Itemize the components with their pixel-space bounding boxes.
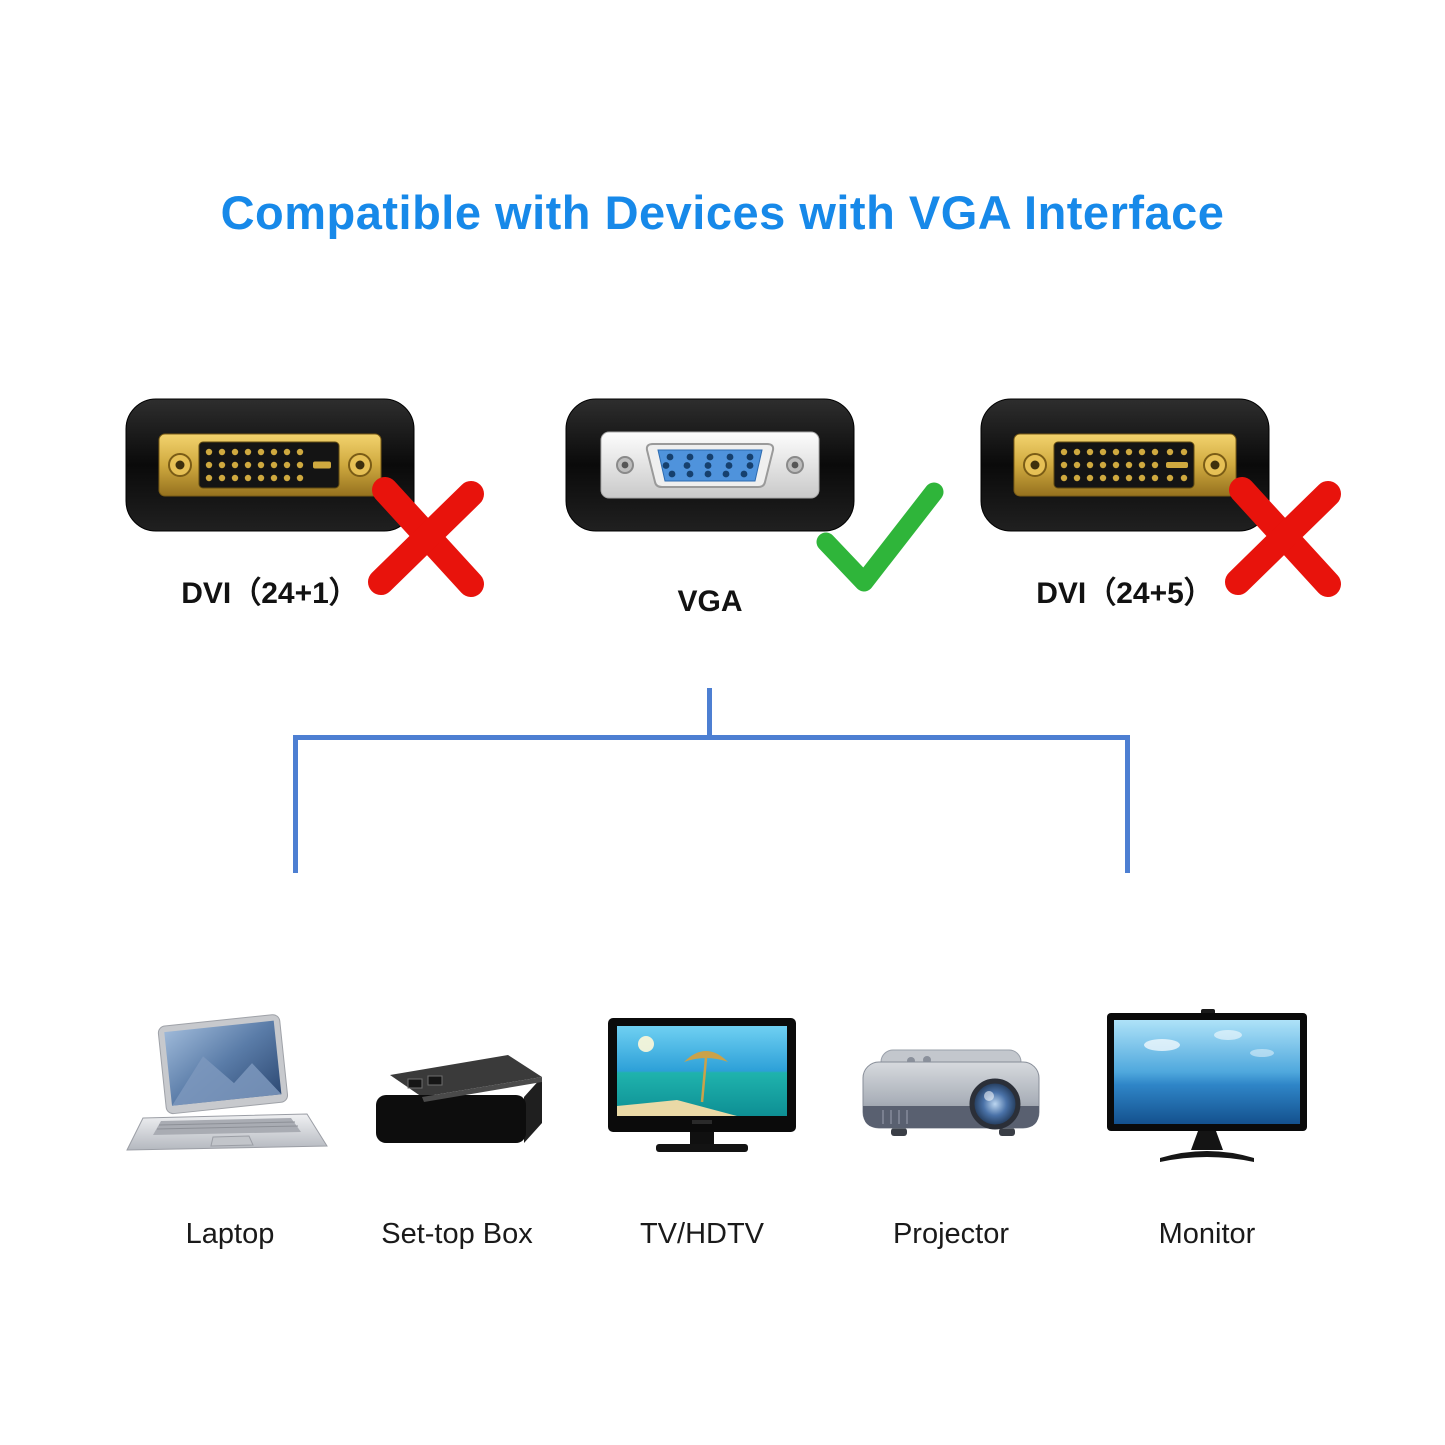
monitor-image (1102, 1009, 1312, 1164)
device-set-top-box: Set-top Box (337, 1012, 577, 1251)
set-top-box-label: Set-top Box (381, 1218, 533, 1250)
laptop-image (125, 1012, 335, 1164)
device-projector: Projector (831, 1012, 1071, 1251)
monitor-label: Monitor (1158, 1218, 1256, 1250)
vga-connector-image (565, 398, 855, 532)
vga-connector (565, 398, 855, 532)
bracket-horizontal-line (293, 735, 1130, 740)
laptop-label: Laptop (185, 1218, 275, 1250)
check-icon (812, 478, 947, 603)
tv-image (602, 1012, 802, 1164)
set-top-box-image (362, 1012, 552, 1164)
dvi-24-5-connector (980, 398, 1270, 532)
device-laptop: Laptop (110, 1012, 350, 1251)
cross-icon (365, 472, 490, 607)
dvi-24-1-connector-image (125, 398, 415, 532)
vga-label: VGA (677, 585, 743, 618)
dvi-24-5-connector-image (980, 398, 1270, 532)
projector-label: Projector (892, 1218, 1010, 1250)
dvi-24-1-connector (125, 398, 415, 532)
device-monitor: Monitor (1087, 1009, 1327, 1251)
device-tv: TV/HDTV (582, 1012, 822, 1251)
dvi-24-1-label: DVI（24+1） (181, 577, 359, 610)
page-title: Compatible with Devices with VGA Interfa… (220, 186, 1225, 239)
bracket-right-line (1125, 735, 1130, 873)
cross-icon (1222, 472, 1347, 607)
projector-image (851, 1012, 1051, 1164)
bracket-left-line (293, 735, 298, 873)
bracket-stub-line (707, 688, 712, 737)
tv-label: TV/HDTV (639, 1218, 765, 1250)
dvi-24-5-label: DVI（24+5） (1036, 577, 1214, 610)
